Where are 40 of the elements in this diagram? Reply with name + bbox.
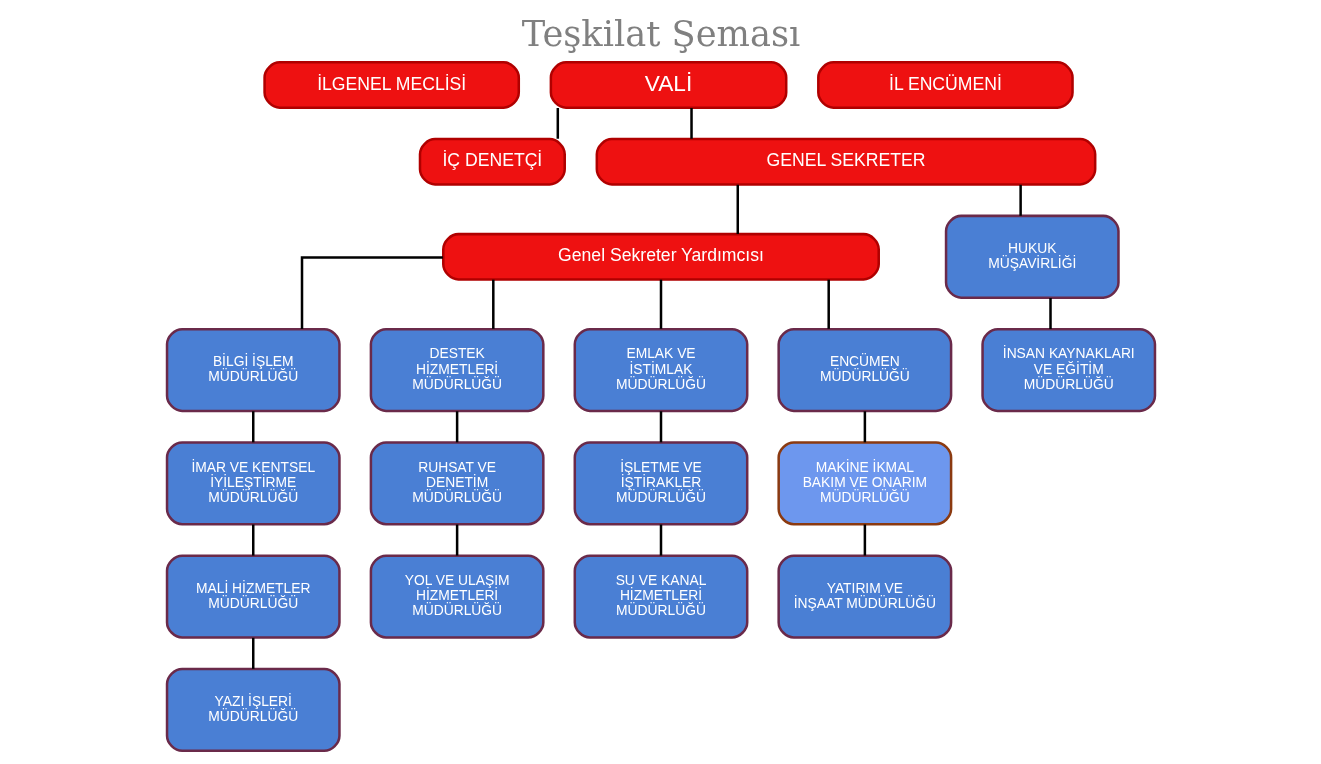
node-box: VALİ <box>549 61 787 109</box>
node-box: İNSAN KAYNAKLARI VE EĞİTİM MÜDÜRLÜĞÜ <box>980 327 1156 413</box>
node-box: DESTEK HİZMETLERİ MÜDÜRLÜĞÜ <box>369 327 545 413</box>
node-box: İL ENCÜMENİ <box>816 61 1074 109</box>
connector <box>689 108 693 139</box>
connector <box>455 524 458 556</box>
connector <box>736 184 739 234</box>
connector <box>659 279 662 329</box>
connector <box>251 524 254 556</box>
node-box: ENCÜMEN MÜDÜRLÜĞÜ <box>776 327 952 413</box>
node-box: EMLAK VE İSTİMLAK MÜDÜRLÜĞÜ <box>573 327 748 413</box>
connector <box>659 524 662 556</box>
connector <box>863 524 866 556</box>
node-box: MAKİNE İKMAL BAKIM VE ONARIM MÜDÜRLÜĞÜ <box>776 441 952 526</box>
diagram-title: Teşkilat Şeması <box>521 13 800 55</box>
connector <box>556 108 559 139</box>
node-box: İLGENEL MECLİSİ <box>262 61 520 109</box>
node-box: YOL VE ULAŞIM HİZMETLERİ MÜDÜRLÜĞÜ <box>369 554 545 639</box>
connector <box>251 637 254 669</box>
connector <box>251 411 254 443</box>
node-box: YATIRIM VE İNŞAAT MÜDÜRLÜĞÜ <box>776 554 952 639</box>
node-box: İÇ DENETÇİ <box>418 137 566 186</box>
connector <box>1048 298 1052 330</box>
connector <box>455 411 458 443</box>
node-box: BİLGİ İŞLEM MÜDÜRLÜĞÜ <box>165 327 341 413</box>
node-box: Genel Sekreter Yardımcısı <box>441 232 880 281</box>
connector <box>491 279 495 329</box>
connector <box>659 411 662 443</box>
connector <box>300 256 443 330</box>
node-box: RUHSAT VE DENETİM MÜDÜRLÜĞÜ <box>369 441 545 526</box>
connector <box>863 411 866 443</box>
node-box: MALİ HİZMETLER MÜDÜRLÜĞÜ <box>165 554 341 639</box>
node-box: YAZI İŞLERİ MÜDÜRLÜĞÜ <box>165 667 341 752</box>
connector <box>1018 184 1022 216</box>
node-box: HUKUK MÜŞAVİRLİĞİ <box>944 214 1120 299</box>
node-box: GENEL SEKRETER <box>595 137 1096 186</box>
node-box: SU VE KANAL HİZMETLERİ MÜDÜRLÜĞÜ <box>573 554 748 639</box>
node-box: İMAR VE KENTSEL İYİLEŞTİRME MÜDÜRLÜĞÜ <box>165 441 341 526</box>
node-box: İŞLETME VE İŞTİRAKLER MÜDÜRLÜĞÜ <box>573 441 748 526</box>
connector <box>826 279 830 329</box>
